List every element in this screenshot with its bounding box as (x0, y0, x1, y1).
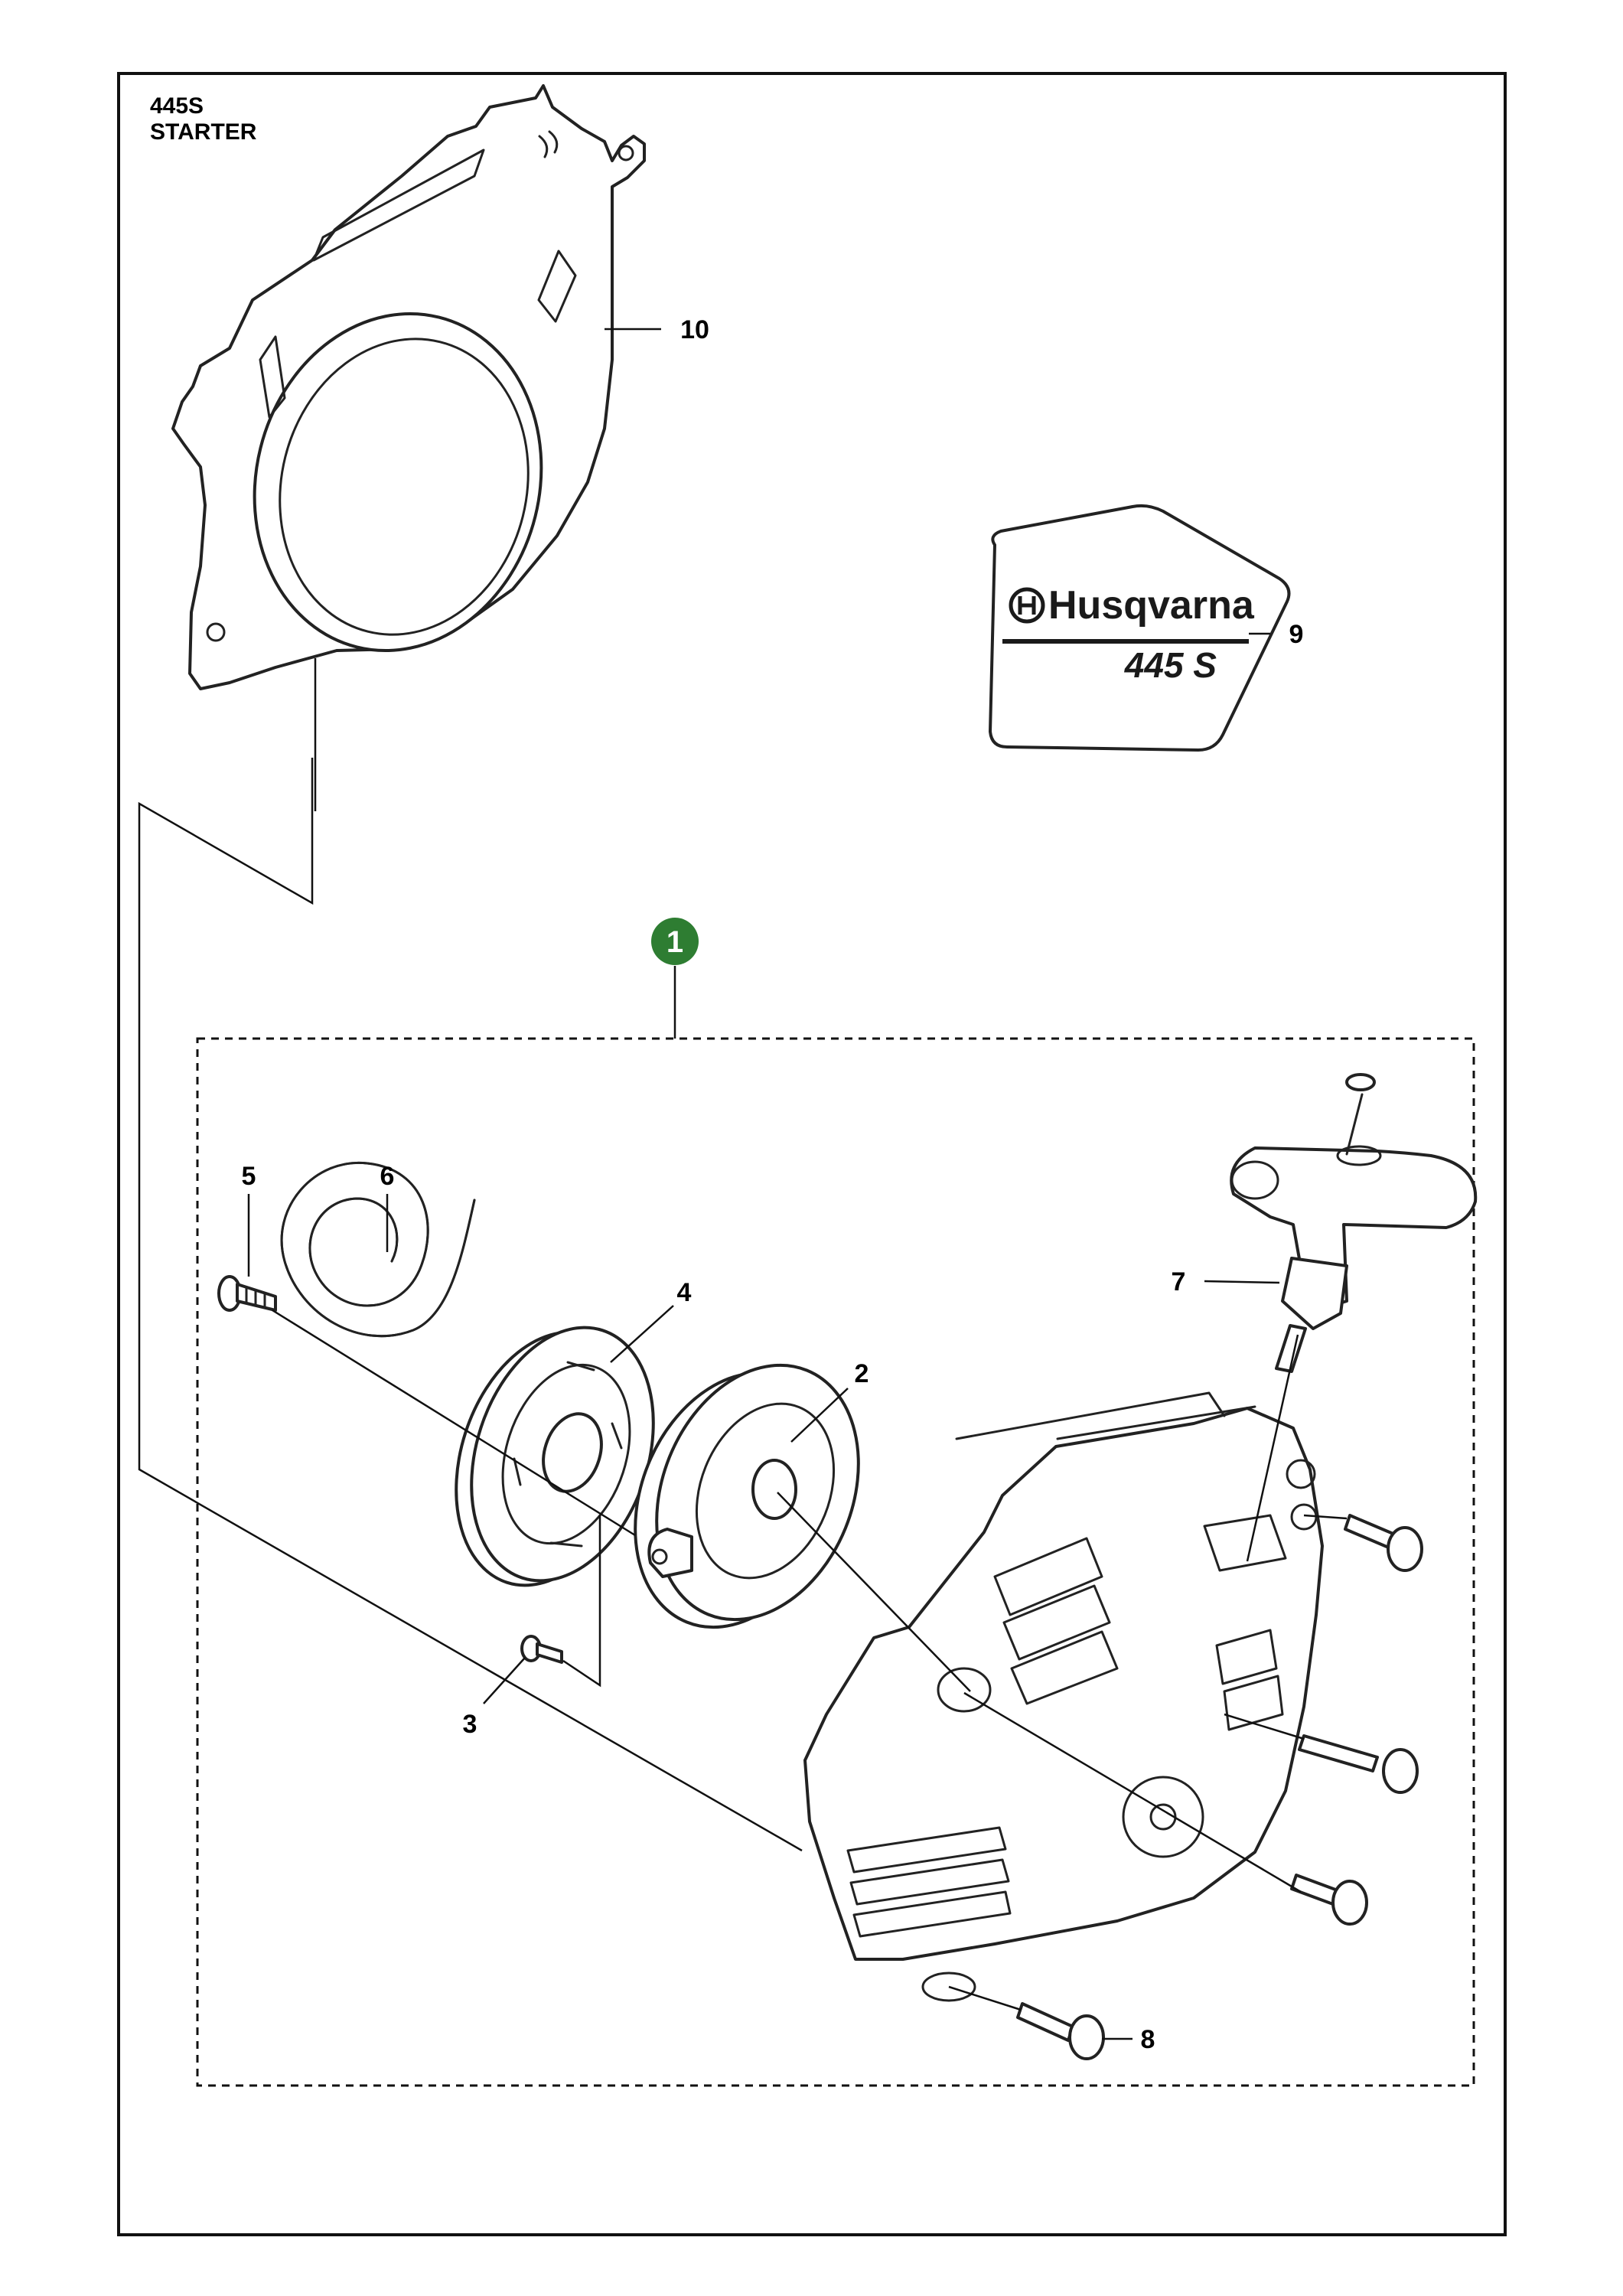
guide-line-screw-2 (1224, 1713, 1305, 1740)
guide-line-pulley-housing (777, 1492, 971, 1692)
air-guide-slot (259, 335, 286, 419)
decal-part: Husqvarna 445 S (989, 504, 1291, 752)
housing-vent-lower (846, 1826, 1012, 1938)
section-title: STARTER (150, 119, 257, 145)
guide-line-small-screw (562, 1515, 601, 1688)
pulley-hub (751, 1459, 797, 1520)
air-guide-ridge (312, 148, 485, 262)
callout-7: 7 (1172, 1267, 1186, 1296)
callout-10: 10 (680, 315, 709, 344)
decal-model-text: 445 S (1124, 645, 1217, 685)
housing-screw-4-shank (1016, 2002, 1074, 2042)
center-screw-thread (245, 1286, 266, 1309)
handle-cord-knot (1345, 1073, 1376, 1091)
model-title: 445S (150, 93, 204, 119)
pulley-ring (695, 1402, 836, 1580)
husqvarna-crowned-h-icon (1009, 587, 1045, 624)
callout-7-leader (1204, 1280, 1280, 1284)
callout-4: 4 (677, 1278, 692, 1307)
callout-6: 6 (380, 1162, 395, 1191)
assembly-badge-label: 1 (666, 925, 683, 959)
assembly-badge: 1 (651, 918, 699, 965)
housing-vent-right (1215, 1629, 1284, 1731)
pulley-pawl (647, 1528, 693, 1578)
cassette-spokes (513, 1361, 623, 1548)
assembly-group-box (196, 1037, 1475, 2087)
housing-screw-3-head (1331, 1880, 1368, 1926)
callout-9: 9 (1289, 620, 1304, 649)
air-guide-clips (538, 130, 559, 158)
starter-cord-part (280, 1161, 476, 1338)
callout-3-leader (483, 1657, 526, 1704)
guide-line-air-guide (138, 758, 803, 1852)
callout-2: 2 (855, 1359, 869, 1388)
starter-handle-part (1230, 1073, 1478, 1373)
housing-hole-bottom (921, 1971, 976, 2002)
callout-3: 3 (463, 1710, 477, 1739)
page-border (117, 72, 1507, 2236)
handle-grip (1230, 1146, 1478, 1310)
housing-outline (803, 1407, 1324, 1961)
callout-5: 5 (242, 1162, 256, 1191)
housing-screw-4-head (1068, 2014, 1105, 2060)
guide-line-screw-1 (1303, 1514, 1348, 1520)
cassette-ring (501, 1363, 631, 1545)
center-screw-part (217, 1275, 277, 1312)
handle-cord-hole (1336, 1145, 1382, 1166)
cassette-hub (542, 1412, 603, 1493)
handle-collar (1281, 1257, 1348, 1330)
assembly-badge-circle (651, 918, 699, 965)
air-guide-opening-rim (279, 338, 530, 636)
handle-cord-top (1345, 1093, 1364, 1156)
guide-line-axis (272, 1309, 636, 1537)
guide-line-screw-4 (948, 1985, 1022, 2011)
housing-screw-1-head (1387, 1526, 1423, 1572)
housing-screw-1 (1344, 1514, 1423, 1572)
small-screw-part (520, 1635, 563, 1664)
handle-end-hole (1230, 1160, 1279, 1200)
air-guide-part (171, 84, 646, 690)
air-guide-mount-hole-bottom (206, 622, 226, 642)
housing-handle-recess (1203, 1514, 1287, 1572)
housing-mount-hole-top (1286, 1459, 1316, 1489)
guide-line-handle (1246, 1334, 1299, 1562)
callout-2-leader (790, 1388, 849, 1443)
callout-8: 8 (1141, 2025, 1155, 2054)
housing-fan-window (1122, 1776, 1204, 1858)
cord-coil-core (280, 1161, 476, 1338)
air-guide-vent (537, 249, 577, 323)
housing-screw-4 (1016, 2002, 1105, 2060)
housing-screw-3 (1290, 1874, 1368, 1926)
housing-vent-upper (993, 1537, 1119, 1705)
starter-housing-part (803, 1391, 1324, 2002)
pulley-pawl-pivot (651, 1548, 668, 1565)
air-guide-mount-hole-top (618, 145, 634, 161)
housing-hole-left (937, 1667, 992, 1713)
pulley-part (634, 1363, 860, 1629)
housing-screw-2-shank (1298, 1734, 1379, 1773)
page-title: 445S STARTER (150, 93, 256, 145)
decal-brand-text: Husqvarna (1048, 583, 1255, 628)
air-guide-opening (253, 311, 543, 653)
guide-line-housing-screw (963, 1691, 1302, 1893)
decal-outline (989, 504, 1291, 752)
housing-screw-2-head (1382, 1748, 1419, 1794)
callout-4-leader (610, 1305, 674, 1363)
housing-screw-2 (1298, 1734, 1419, 1794)
small-screw-shank (536, 1642, 563, 1664)
housing-top-ridge (955, 1391, 1256, 1440)
